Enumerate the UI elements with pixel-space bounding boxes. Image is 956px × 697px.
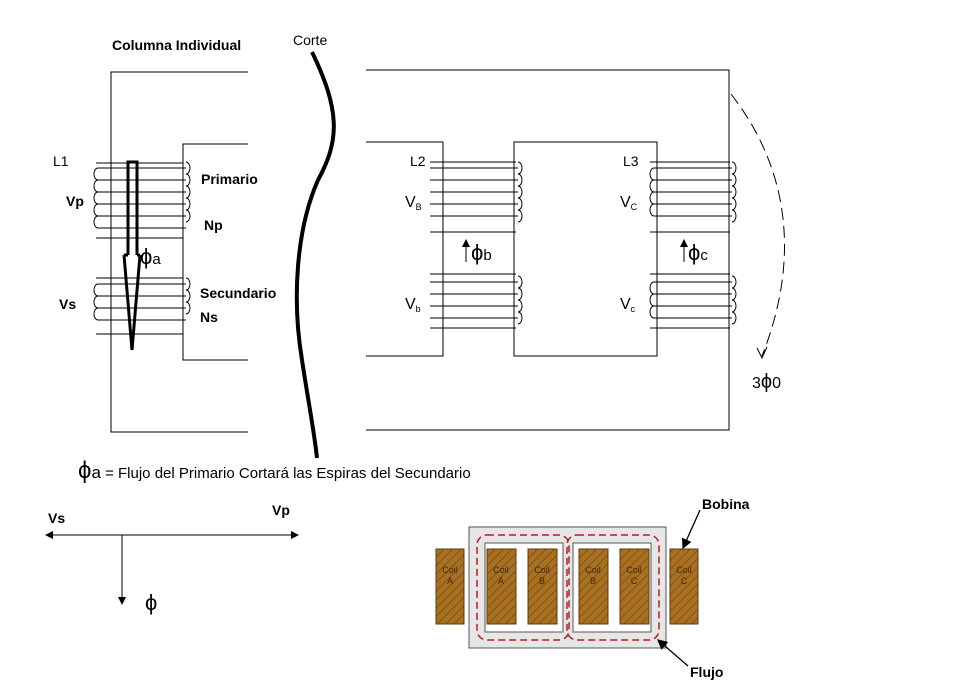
svg-text:B: B	[539, 576, 545, 586]
phasor-label-phi: ϕ	[145, 590, 157, 615]
flux-up-arrows	[462, 239, 688, 262]
label-columna-individual: Columna Individual	[112, 37, 241, 53]
label-ns: Ns	[200, 309, 218, 325]
label-vb-upper: VB	[405, 194, 422, 212]
flux-loop-left	[476, 534, 570, 641]
label-vb-lower: Vb	[405, 296, 421, 314]
label-vp: Vp	[66, 193, 84, 209]
label-phi-c: ϕc	[688, 240, 708, 265]
svg-text:Coil: Coil	[493, 565, 509, 575]
label-flujo: Flujo	[690, 664, 723, 680]
flux-loop-right	[566, 534, 660, 641]
cross-section	[435, 526, 699, 649]
legend-phi-a: ϕa = Flujo del Primario Cortará las Espi…	[78, 457, 471, 484]
svg-text:A: A	[447, 576, 453, 586]
pointer-arrows	[657, 509, 701, 667]
left-secondary-winding	[93, 277, 191, 335]
l3-winding	[649, 161, 737, 329]
phasor-label-vs: Vs	[48, 510, 65, 526]
svg-text:C: C	[631, 576, 638, 586]
coil-c-inner	[619, 548, 650, 625]
single-column-core	[110, 71, 248, 433]
label-three-phi-zero: 3ϕ0	[752, 371, 781, 393]
label-vc-lower: Vc	[620, 296, 636, 314]
label-np: Np	[204, 217, 223, 233]
label-phi-a: ϕa	[140, 244, 161, 269]
coil-a-outer	[435, 548, 465, 625]
svg-text:B: B	[590, 576, 596, 586]
phasor-diagram	[45, 531, 299, 605]
svg-text:Coil: Coil	[626, 565, 642, 575]
left-primary-winding	[93, 161, 191, 239]
label-l3: L3	[623, 153, 639, 169]
label-vc-upper: VC	[620, 194, 638, 212]
l2-winding	[430, 161, 523, 329]
label-corte: Corte	[293, 32, 327, 48]
coil-c-outer	[669, 548, 699, 625]
label-vs: Vs	[59, 296, 76, 312]
label-bobina: Bobina	[702, 496, 750, 512]
label-primario: Primario	[201, 171, 258, 187]
label-l1: L1	[53, 153, 69, 169]
coil-b-right	[578, 548, 609, 625]
flux-phi-a-arrow	[122, 160, 142, 351]
three-phase-core	[366, 69, 730, 431]
cut-line	[294, 51, 336, 459]
label-secundario: Secundario	[200, 285, 276, 301]
svg-text:Coil: Coil	[676, 565, 692, 575]
coil-a-inner	[486, 548, 517, 625]
svg-text:C: C	[681, 576, 688, 586]
svg-text:Coil: Coil	[534, 565, 550, 575]
label-phi-b: ϕb	[471, 240, 492, 265]
svg-text:Coil: Coil	[585, 565, 601, 575]
phasor-label-vp: Vp	[272, 502, 290, 518]
coil-b-left	[527, 548, 558, 625]
label-l2: L2	[410, 153, 426, 169]
coil-labels: Coil A Coil A Coil B Coil B Coil C Coil …	[442, 565, 692, 586]
svg-text:Coil: Coil	[442, 565, 458, 575]
svg-text:A: A	[498, 576, 504, 586]
return-flux-arc	[730, 93, 785, 357]
